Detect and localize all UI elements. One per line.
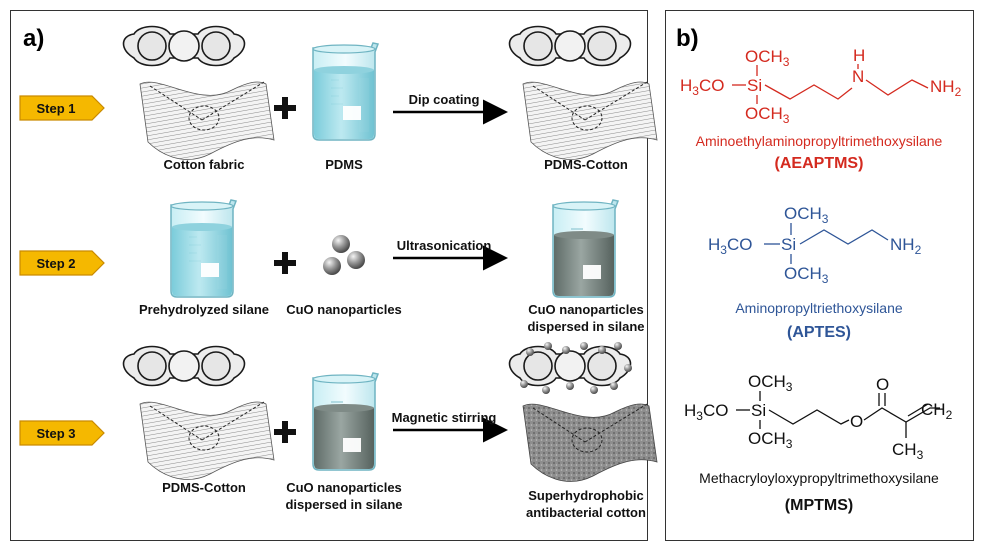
plus-icon [274, 421, 296, 443]
roller-icon [122, 25, 246, 67]
aeaptms-abbrev: (AEAPTMS) [775, 155, 864, 172]
panel-a-frame [10, 10, 648, 541]
dispersion-beaker-icon [552, 199, 619, 298]
roller-icon [508, 25, 632, 67]
h3co-left: H3CO [708, 235, 752, 257]
step-badge: Step 3 [19, 420, 105, 446]
aptes-abbrev: (APTES) [787, 324, 851, 341]
och3-top: OCH3 [745, 47, 790, 69]
carbonyl-oxygen: O [876, 375, 889, 394]
roller-icon [122, 345, 246, 387]
och3-bottom: OCH3 [784, 264, 829, 286]
och3-bottom: OCH3 [748, 429, 793, 451]
ester-oxygen: O [850, 412, 863, 431]
prehydrolyzed-silane-label: Prehydrolyzed silane [139, 302, 269, 317]
nh2-group: NH2 [930, 77, 962, 99]
pdms-cotton-icon [139, 401, 275, 480]
superhydrophobic-cotton-icon [522, 403, 658, 482]
mptms-structure: OCH3 H3CO Si OCH3 O O CH2 CH3 [684, 372, 953, 462]
result-label-line2: antibacterial cotton [526, 505, 646, 520]
ultrasonication-label: Ultrasonication [397, 238, 492, 253]
cotton-fabric-label: Cotton fabric [164, 157, 245, 172]
step-badge: Step 2 [19, 250, 105, 276]
aptes-structure: OCH3 H3CO Si OCH3 NH2 [708, 204, 922, 286]
mptms-abbrev: (MPTMS) [785, 497, 853, 514]
pdms-beaker-icon [312, 42, 379, 141]
och3-top: OCH3 [784, 204, 829, 226]
ch2-group: CH2 [921, 400, 953, 422]
aptes-name: Aminopropyltriethoxysilane [735, 300, 903, 316]
dip-coating-label: Dip coating [409, 92, 480, 107]
och3-bottom: OCH3 [745, 104, 790, 126]
silane-beaker-icon [170, 199, 237, 298]
amine-h: H [853, 46, 865, 65]
panel-b-label: b) [676, 25, 699, 52]
pdms-cotton-label: PDMS-Cotton [544, 157, 628, 172]
coated-roller-icon [508, 342, 632, 394]
panel-b-frame [665, 10, 974, 541]
panel-a-label: a) [23, 25, 44, 52]
step-3: Step 3 PDMS-Cotton CuO nanoparticles dis… [19, 342, 658, 520]
magnetic-stirring-label: Magnetic stirring [392, 410, 497, 425]
si-atom: Si [747, 76, 762, 95]
step-2: Step 2 Prehydrolyzed silane CuO nanopart… [19, 199, 645, 334]
result-label-line1: Superhydrophobic [528, 488, 644, 503]
step-1: Step 1 Cotton fabric PDMS Dip coating PD… [19, 25, 658, 172]
dispersion-label-line1: CuO nanoparticles [286, 480, 402, 495]
ch3-group: CH3 [892, 440, 924, 462]
pdms-cotton-icon [522, 81, 658, 160]
pdms-label: PDMS [325, 157, 363, 172]
mptms-name: Methacryloyloxypropyltrimethoxysilane [699, 470, 939, 486]
cotton-fabric-icon [139, 81, 275, 160]
dispersion-beaker-icon [312, 372, 379, 471]
dispersion-label-line2: dispersed in silane [285, 497, 402, 512]
aeaptms-name: Aminoethylaminopropyltrimethoxysilane [696, 133, 943, 149]
cuo-nanoparticles-icon [323, 235, 365, 275]
h3co-left: H3CO [680, 76, 724, 98]
step-badge: Step 1 [19, 95, 105, 121]
svg-text:Step 1: Step 1 [36, 101, 75, 116]
dispersion-label-line2: dispersed in silane [527, 319, 644, 334]
pdms-cotton-label: PDMS-Cotton [162, 480, 246, 495]
dispersion-label-line1: CuO nanoparticles [528, 302, 644, 317]
plus-icon [274, 252, 296, 274]
cuo-nanoparticles-label: CuO nanoparticles [286, 302, 402, 317]
plus-icon [274, 97, 296, 119]
si-atom: Si [781, 235, 796, 254]
svg-text:Step 2: Step 2 [36, 256, 75, 271]
svg-text:Step 3: Step 3 [36, 426, 75, 441]
amine-n: N [852, 67, 864, 86]
och3-top: OCH3 [748, 372, 793, 394]
si-atom: Si [751, 401, 766, 420]
aeaptms-structure: OCH3 H3CO Si OCH3 N H NH2 [680, 46, 962, 126]
h3co-left: H3CO [684, 401, 728, 423]
nh2-group: NH2 [890, 235, 922, 257]
